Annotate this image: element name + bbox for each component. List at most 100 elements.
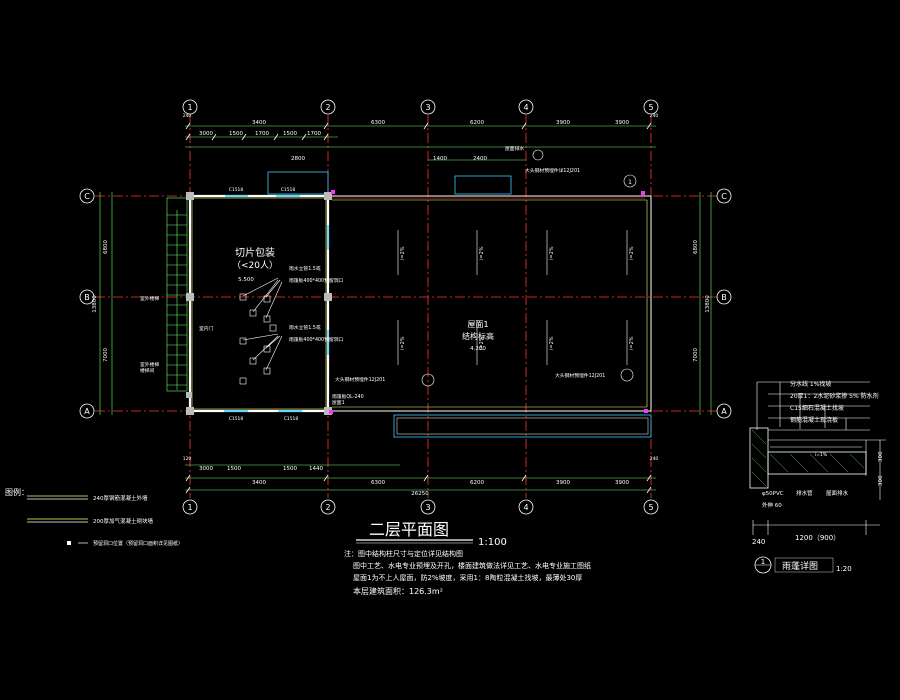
legend-item-2: 200厚加气混凝土砌块墙 (93, 517, 153, 525)
legend: 图例： 240厚钢筋混凝土外墙 200厚加气混凝土砌块墙 预留洞口位置（预留洞口… (5, 487, 183, 547)
window-label-2: C1518 (281, 187, 296, 193)
axis-bubble-labels: 1 2 3 4 5 1 2 3 4 5 C B A C B A (84, 103, 727, 512)
slope-labels: i=2% i=2% i=2% i=2% i=2% i=2% i=2% i=2% (400, 246, 635, 350)
roof-elev: 4.200 (470, 346, 486, 352)
note-col: 屋面1 (332, 400, 345, 406)
axis-label-top-3: 3 (425, 103, 430, 112)
dimension-lines (99, 125, 712, 491)
dim-top2-1: 1500 (229, 131, 243, 137)
slope-6: i=2% (479, 336, 485, 350)
detail-pipe-a: φ50PVC (762, 491, 784, 497)
dim-bot2-3: 3900 (556, 480, 570, 486)
axis-label-top-5: 5 (648, 103, 653, 112)
axis-label-right-b: B (721, 293, 727, 302)
note-1: 注：图中结构柱尺寸与定位详见结构图 (344, 549, 463, 558)
detail-dim-h2: 300 (878, 475, 884, 486)
title-scale: 1:100 (478, 537, 507, 548)
note-roof-drain-1: 大头钢材预埋件详12J201 (525, 167, 580, 174)
dim-top3-1: 1400 (433, 156, 447, 162)
stair (166, 197, 188, 392)
dim-bot2-4: 3900 (615, 480, 629, 486)
detail-pipe-d: 屋面排水 (826, 489, 849, 497)
dim-bot1-0: 3000 (199, 466, 213, 472)
dim-top1-1: 6300 (371, 120, 385, 126)
office-title: 切片包装 (235, 246, 275, 259)
detail-pipe-b: 排水管 (796, 489, 813, 497)
window-label-1: C1518 (229, 187, 244, 193)
dim-edge-3: 240 (650, 456, 659, 462)
note-side-2: 楼梯间 (140, 367, 155, 374)
cad-notes: 室外楼梯 室外楼梯 楼梯间 室内门 雨水立管1.5或 雨篷板400*400预留洞… (140, 145, 605, 406)
walls (188, 194, 652, 438)
drain-leaders (239, 277, 283, 385)
slope-8: i=2% (629, 336, 635, 350)
section-markers (421, 149, 637, 387)
slope-2: i=2% (479, 246, 485, 260)
slope-7: i=2% (549, 336, 555, 350)
detail-l3: C15细石混凝土找坡 (790, 404, 844, 412)
axis-bubbles (79, 99, 732, 515)
dim-left1-1: 7000 (103, 348, 109, 362)
axis-label-top-2: 2 (325, 103, 330, 112)
axis-label-top-4: 4 (523, 103, 528, 112)
note-roof-small: 屋面排水 (505, 145, 524, 152)
columns (186, 192, 332, 415)
office-elev: 5.500 (238, 277, 254, 283)
detail-ref: 1 (761, 558, 765, 566)
note-pipe-4: 雨篷板400*400预留洞口 (289, 336, 343, 343)
dim-right2: 13800 (705, 295, 711, 313)
detail-ref-bubble: 1 (628, 179, 632, 186)
detail-l4: 钢筋混凝土现浇板 (790, 416, 838, 424)
detail-scale: 1:20 (836, 565, 852, 573)
axis-label-top-1: 1 (187, 103, 192, 112)
detail-l2: 20厚1：2水泥砂浆掺 5% 防水剂 (790, 392, 879, 400)
dimension-texts-vertical: 6800 7000 13800 6800 7000 13800 (92, 240, 711, 362)
note-pipe-3: 雨水立管1.5或 (289, 324, 321, 331)
slope-4: i=2% (629, 246, 635, 260)
detail-slope: i=1% (815, 452, 828, 458)
dim-top2-0: 3000 (199, 131, 213, 137)
dim-top1-4: 3900 (615, 120, 629, 126)
detail-dim-240: 240 (752, 538, 765, 546)
note-pipe-1: 雨水立管1.5或 (289, 265, 321, 272)
dim-bot1-2: 1500 (283, 466, 297, 472)
note-3: 屋面1为不上人屋面，防2%坡度，采用1：8陶粒混凝土找坡，最薄处30厚 (353, 573, 582, 582)
slope-1: i=2% (400, 246, 406, 260)
slope-3: i=2% (549, 246, 555, 260)
roof-title: 屋面1 (467, 320, 488, 329)
dim-bot2-1: 6300 (371, 480, 385, 486)
detail-dim-w: 1200（900） (795, 534, 840, 542)
window-labels: C1518 C1518 C1518 C1518 (229, 187, 299, 422)
windows (224, 171, 512, 412)
dim-top3-0: 2800 (291, 156, 305, 162)
dim-bot2-0: 3400 (252, 480, 266, 486)
axis-label-right-a: A (721, 407, 727, 416)
dim-edge-0: 240 (183, 113, 192, 119)
note-4: 本层建筑面积：126.3m² (353, 586, 443, 596)
detail-pipe-c: 外伸 60 (762, 501, 782, 509)
dim-bot-total: 26250 (411, 491, 429, 497)
note-2: 图中工艺、水电专业预埋及开孔，楼面建筑做法详见工艺、水电专业施工图纸 (353, 561, 591, 570)
axis-label-bottom-2: 2 (325, 503, 330, 512)
axis-label-bottom-5: 5 (648, 503, 653, 512)
dimension-texts: 3400 6300 6200 3900 3900 3000 1500 1700 … (183, 113, 659, 497)
axis-label-left-a: A (84, 407, 90, 416)
detail-l1: 分水线 1%找坡 (790, 380, 831, 388)
note-pipe-2: 雨篷板400*400预留洞口 (289, 277, 343, 284)
general-notes: 注：图中结构柱尺寸与定位详见结构图 图中工艺、水电专业预埋及开孔，楼面建筑做法详… (344, 549, 591, 596)
title-main: 二层平面图 (369, 520, 449, 539)
note-roof-drain-3: 大头钢材预埋件12J201 (555, 372, 605, 379)
window-label-4: C1518 (284, 416, 299, 422)
canopy-detail: 分水线 1%找坡 20厚1：2水泥砂浆掺 5% 防水剂 C15细石混凝土找坡 钢… (749, 380, 886, 574)
note-roof-drain-2: 大头钢材预埋件12J201 (335, 376, 385, 383)
office-sub: （<20人） (232, 260, 278, 271)
window-label-3: C1518 (229, 416, 244, 422)
dim-top2-4: 1700 (307, 131, 321, 137)
slope-arrows (397, 230, 628, 365)
axis-label-bottom-4: 4 (523, 503, 528, 512)
dim-right1-1: 7000 (693, 348, 699, 362)
dim-top2-3: 1500 (283, 131, 297, 137)
room-labels: 切片包装 （<20人） 5.500 屋面1 结构标高 4.200 (232, 246, 494, 352)
axis-label-bottom-1: 1 (187, 503, 192, 512)
